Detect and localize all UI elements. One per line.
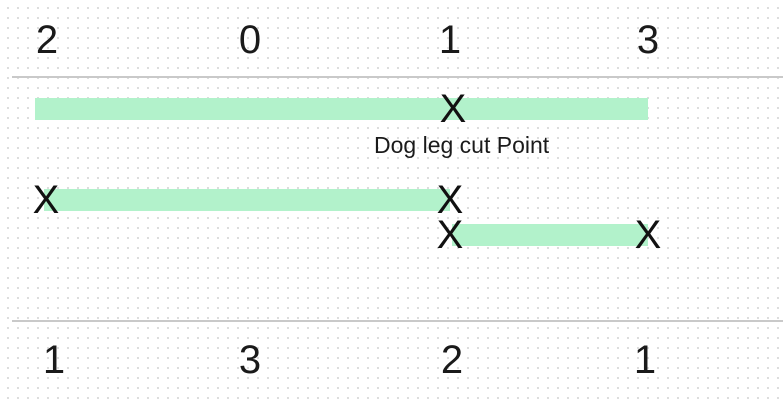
right-segment-bar xyxy=(452,224,648,246)
top-number-1: 2 xyxy=(35,18,59,62)
top-number-4: 3 xyxy=(636,18,660,62)
bottom-number-3: 2 xyxy=(440,338,464,382)
right-segment-start-marker: X xyxy=(436,213,464,257)
bottom-divider xyxy=(12,320,783,322)
top-divider xyxy=(12,76,783,78)
right-segment-end-marker: X xyxy=(634,213,662,257)
original-bar xyxy=(35,98,648,120)
left-segment-bar xyxy=(44,189,450,211)
cut-point-marker: X xyxy=(439,87,467,131)
bottom-number-2: 3 xyxy=(238,338,262,382)
cut-point-label: Dog leg cut Point xyxy=(374,132,550,158)
left-segment-end-marker: X xyxy=(436,178,464,222)
bottom-number-1: 1 xyxy=(42,338,66,382)
bottom-number-4: 1 xyxy=(633,338,657,382)
top-number-3: 1 xyxy=(438,18,462,62)
left-segment-start-marker: X xyxy=(32,178,60,222)
top-number-2: 0 xyxy=(238,18,262,62)
